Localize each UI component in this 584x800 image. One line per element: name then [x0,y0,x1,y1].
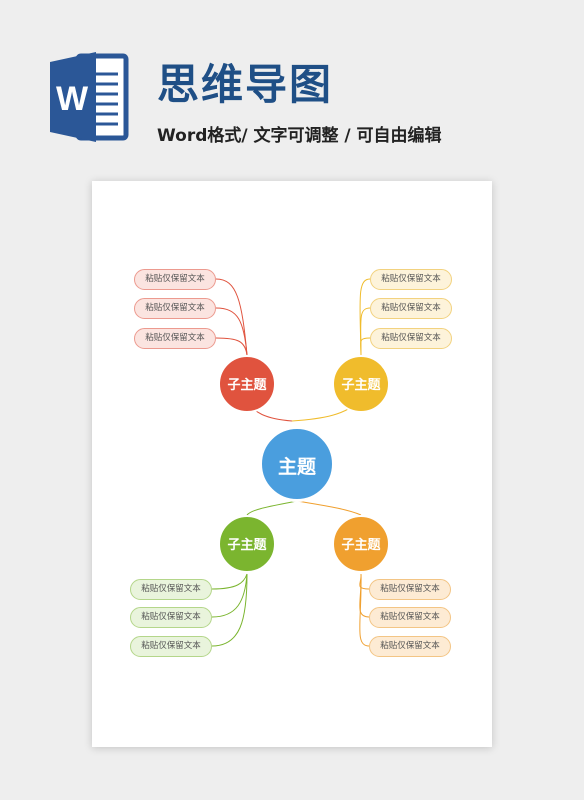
page-subtitle: Word格式/ 文字可调整 / 可自由编辑 [157,126,442,146]
connector-red-3 [215,337,248,356]
connector-red-2 [215,307,248,356]
subtopic-node-yellow[interactable]: 子主题 [332,355,390,413]
leaf-node-orange-2[interactable]: 粘贴仅保留文本 [369,607,451,628]
connector-yellow-3 [360,337,371,356]
leaf-node-green-1[interactable]: 粘贴仅保留文本 [130,579,212,600]
leaf-node-green-2[interactable]: 粘贴仅保留文本 [130,607,212,628]
subtopic-node-green[interactable]: 子主题 [218,515,276,573]
document-page: 粘贴仅保留文本 粘贴仅保留文本 粘贴仅保留文本 粘贴仅保留文本 粘贴仅保留文本 … [92,181,492,747]
word-icon-letter: W [56,80,89,118]
word-doc-icon: W [50,52,129,142]
connector-orange-3 [359,573,370,647]
connector-green-2 [211,573,248,618]
leaf-node-yellow-3[interactable]: 粘贴仅保留文本 [370,328,452,349]
leaf-node-yellow-2[interactable]: 粘贴仅保留文本 [370,298,452,319]
leaf-node-red-2[interactable]: 粘贴仅保留文本 [134,298,216,319]
connector-yellow-2 [360,307,371,356]
central-topic-node[interactable]: 主题 [259,426,335,502]
leaf-node-red-1[interactable]: 粘贴仅保留文本 [134,269,216,290]
connector-center-orange [296,500,362,516]
connector-center-green [246,500,298,516]
connector-green-1 [211,573,248,590]
page-title: 思维导图 [157,60,334,109]
leaf-node-orange-3[interactable]: 粘贴仅保留文本 [369,636,451,657]
leaf-node-green-3[interactable]: 粘贴仅保留文本 [130,636,212,657]
leaf-node-orange-1[interactable]: 粘贴仅保留文本 [369,579,451,600]
subtopic-node-orange[interactable]: 子主题 [332,515,390,573]
subtopic-node-red[interactable]: 子主题 [218,355,276,413]
connector-lines [211,278,371,647]
leaf-node-red-3[interactable]: 粘贴仅保留文本 [134,328,216,349]
connector-green-3 [211,573,248,647]
leaf-node-yellow-1[interactable]: 粘贴仅保留文本 [370,269,452,290]
